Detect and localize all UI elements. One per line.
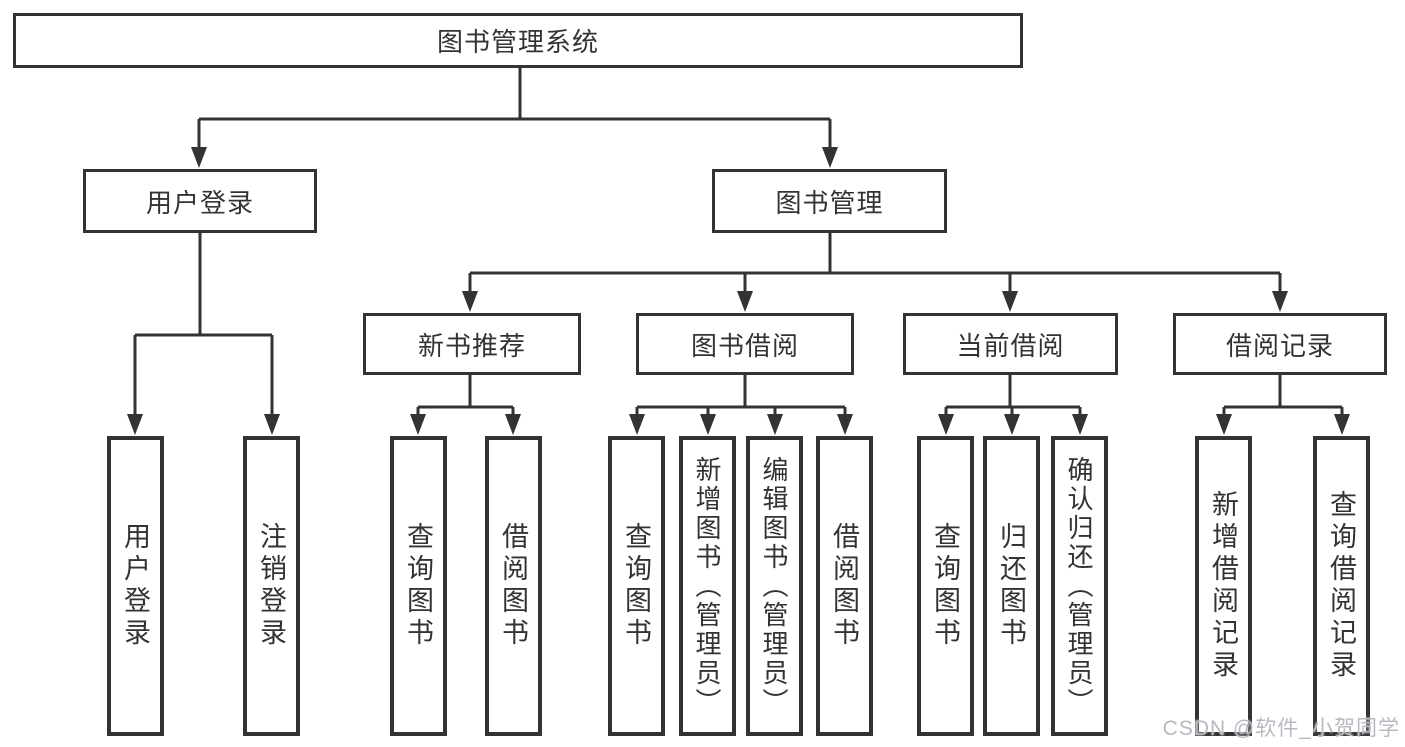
leaf-borrow-books: 借阅图书 bbox=[816, 436, 873, 736]
node-book-management: 图书管理 bbox=[712, 169, 947, 233]
leaf-confirm-return-admin: 确认归还（管理员） bbox=[1051, 436, 1108, 736]
leaf-query-books-current: 查询图书 bbox=[917, 436, 974, 736]
leaf-edit-book-admin: 编辑图书（管理员） bbox=[746, 436, 803, 736]
leaf-query-books-recommend: 查询图书 bbox=[390, 436, 447, 736]
watermark: CSDN @软件_小贺同学 bbox=[1162, 717, 1400, 740]
node-book-borrow: 图书借阅 bbox=[636, 313, 854, 375]
node-library-system: 图书管理系统 bbox=[13, 13, 1023, 68]
node-borrow-records: 借阅记录 bbox=[1173, 313, 1387, 375]
node-current-borrow: 当前借阅 bbox=[903, 313, 1118, 375]
leaf-add-book-admin: 新增图书（管理员） bbox=[679, 436, 736, 736]
leaf-return-books: 归还图书 bbox=[983, 436, 1040, 736]
leaf-user-login: 用户登录 bbox=[107, 436, 164, 736]
leaf-logout: 注销登录 bbox=[243, 436, 300, 736]
leaf-add-borrow-record: 新增借阅记录 bbox=[1195, 436, 1252, 736]
leaf-query-borrow-record: 查询借阅记录 bbox=[1313, 436, 1370, 736]
leaf-query-books-borrow: 查询图书 bbox=[608, 436, 665, 736]
node-user-login: 用户登录 bbox=[83, 169, 317, 233]
leaf-borrow-books-recommend: 借阅图书 bbox=[485, 436, 542, 736]
node-new-book-recommend: 新书推荐 bbox=[363, 313, 581, 375]
